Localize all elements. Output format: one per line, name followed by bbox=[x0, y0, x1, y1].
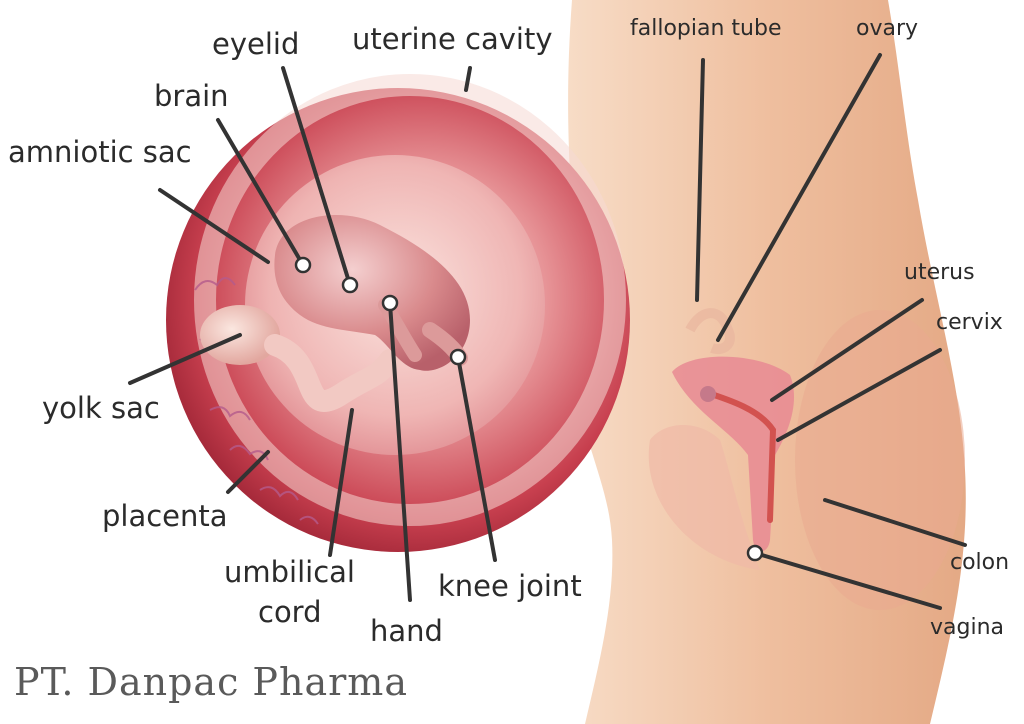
label-amniotic-sac: amniotic sac bbox=[8, 135, 192, 169]
leader-colon bbox=[823, 498, 967, 547]
label-uterine-cavity: uterine cavity bbox=[352, 22, 553, 56]
label-eyelid: eyelid bbox=[212, 27, 300, 61]
leader-cervix bbox=[776, 348, 942, 442]
marker-dots bbox=[294, 256, 764, 562]
marker-eyelid bbox=[341, 276, 359, 294]
label-knee-joint: knee joint bbox=[438, 569, 582, 603]
leader-hand bbox=[388, 301, 412, 602]
umbilical-cord-shape bbox=[264, 334, 401, 412]
label-yolk-sac: yolk sac bbox=[42, 391, 160, 425]
label-hand: hand bbox=[370, 614, 443, 648]
leader-knee-joint bbox=[456, 355, 497, 562]
ovary-shape bbox=[700, 386, 716, 402]
fallopian-tube-shape bbox=[685, 308, 735, 354]
leader-amniotic-sac bbox=[158, 188, 270, 264]
leader-placenta bbox=[226, 450, 270, 494]
leader-eyelid bbox=[281, 66, 352, 287]
embryo-shape bbox=[274, 215, 470, 371]
leader-fallopian-tube bbox=[695, 58, 705, 302]
leader-vagina bbox=[753, 551, 942, 610]
label-colon: colon bbox=[950, 550, 1010, 575]
leader-umbilical-cord bbox=[328, 408, 354, 557]
watermark-text: PT. Danpac Pharma bbox=[14, 660, 408, 704]
uterus-shape bbox=[672, 356, 795, 552]
label-vagina: vagina bbox=[930, 615, 1005, 640]
leader-ovary bbox=[716, 53, 882, 342]
marker-hand bbox=[381, 294, 399, 312]
leader-uterus bbox=[770, 298, 924, 402]
marker-knee-joint bbox=[449, 348, 467, 366]
label-fallopian-tube: fallopian tube bbox=[630, 16, 782, 41]
uterine-cavity-band bbox=[194, 74, 626, 526]
leader-lines bbox=[128, 53, 967, 610]
label-ovary: ovary bbox=[856, 16, 919, 41]
leader-uterine-cavity bbox=[464, 66, 472, 92]
leader-yolk-sac bbox=[128, 333, 242, 385]
marker-vagina bbox=[746, 544, 764, 562]
label-brain: brain bbox=[154, 79, 229, 113]
bladder-shape bbox=[648, 425, 760, 570]
marker-brain bbox=[294, 256, 312, 274]
label-uterus: uterus bbox=[904, 260, 975, 285]
label-umbilical-line2: cord bbox=[258, 595, 322, 629]
label-umbilical-line1: umbilical bbox=[224, 555, 355, 589]
leader-brain bbox=[216, 118, 305, 267]
colon-shape bbox=[795, 310, 965, 610]
label-cervix: cervix bbox=[936, 310, 1003, 335]
label-placenta: placenta bbox=[102, 499, 228, 533]
